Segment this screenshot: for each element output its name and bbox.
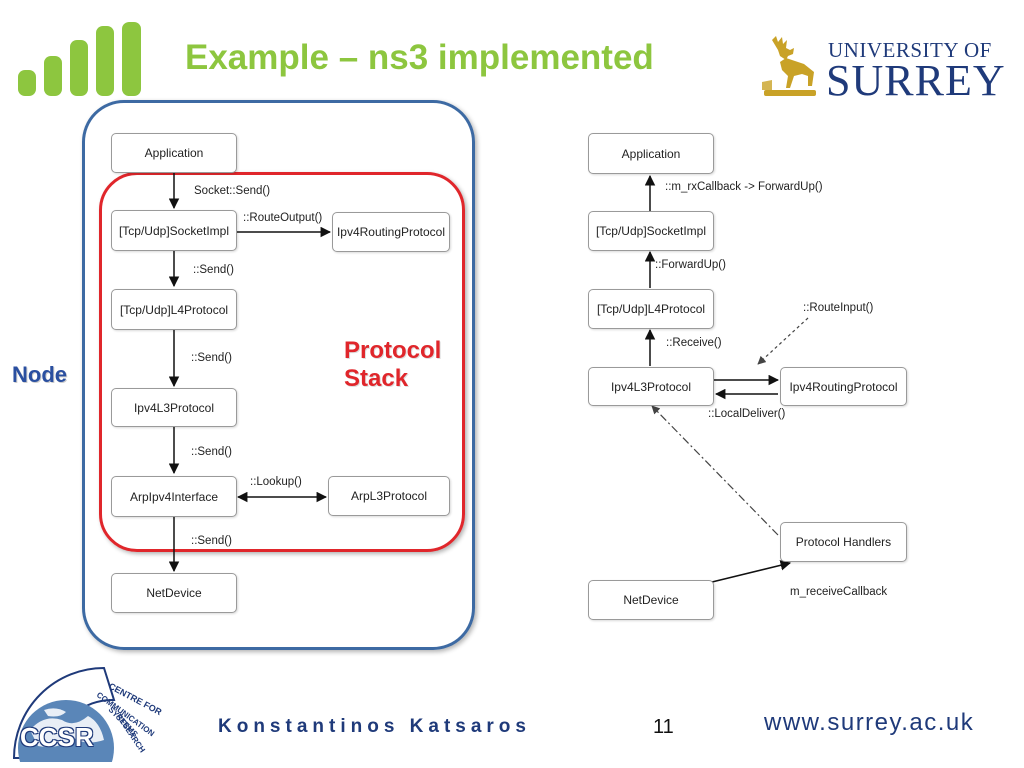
signal-bar: [122, 22, 141, 96]
university-name: SURREY: [826, 56, 1006, 105]
ccsr-logo-text: CCSR: [20, 722, 94, 752]
edge-label-send: ::Send(): [191, 352, 232, 364]
website-url: www.surrey.ac.uk: [764, 709, 975, 736]
slide-number: 11: [653, 716, 674, 738]
box-l4-protocol: [Tcp/Udp]L4Protocol: [111, 289, 237, 330]
signal-bar: [44, 56, 62, 96]
edge-label-lookup: ::Lookup(): [250, 476, 302, 488]
arrow-handlers-to-l3-dashdot: [651, 405, 779, 536]
signal-bar: [70, 40, 88, 96]
node-frame: [82, 100, 475, 650]
box-socket-impl: [Tcp/Udp]SocketImpl: [588, 211, 714, 251]
box-netdevice: NetDevice: [111, 573, 237, 613]
edge-label-route-output: ::RouteOutput(): [243, 212, 323, 224]
signal-bar: [96, 26, 114, 96]
arrow-route-input-dotted: [757, 317, 809, 365]
node-label: Node: [12, 362, 67, 387]
university-of-label: UNIVERSITY OF: [828, 38, 992, 62]
box-ipv4-l3-protocol: Ipv4L3Protocol: [111, 388, 237, 427]
box-application: Application: [588, 133, 714, 174]
protocol-stack-label-line2: Stack: [344, 365, 409, 392]
box-arp-l3-protocol: ArpL3Protocol: [328, 476, 450, 516]
box-ipv4-routing-protocol: Ipv4RoutingProtocol: [332, 212, 450, 252]
box-ipv4-routing-protocol: Ipv4RoutingProtocol: [780, 367, 907, 406]
box-arp-ipv4-interface: ArpIpv4Interface: [111, 476, 237, 517]
signal-bars-logo: [18, 22, 143, 96]
edge-label-rx-callback: ::m_rxCallback -> ForwardUp(): [665, 181, 823, 193]
box-netdevice: NetDevice: [588, 580, 714, 620]
edge-label-receive: ::Receive(): [666, 337, 722, 349]
edge-label-local-deliver: ::LocalDeliver(): [708, 408, 786, 420]
author-name: Konstantinos Katsaros: [218, 716, 531, 737]
edge-label-receive-callback: m_receiveCallback: [790, 586, 888, 598]
signal-bar: [18, 70, 36, 96]
ccsr-globe-logo: CENTRE FOR COMMUNICATION SYSTEMS RESEARC…: [12, 666, 164, 762]
protocol-stack-label-line1: Protocol: [344, 337, 442, 364]
protocol-stack-frame: [99, 172, 465, 552]
edge-label-send: ::Send(): [191, 535, 232, 547]
protocol-stack-label: Protocol Stack: [344, 337, 441, 393]
slide-title: Example – ns3 implemented: [185, 38, 654, 77]
box-application: Application: [111, 133, 237, 173]
box-l4-protocol: [Tcp/Udp]L4Protocol: [588, 289, 714, 329]
arrow-netdevice-to-handlers: [711, 560, 792, 583]
edge-label-send: ::Send(): [193, 264, 234, 276]
surrey-stag-logo: [762, 36, 816, 96]
edge-label-send: ::Send(): [191, 446, 232, 458]
edge-label-route-input: ::RouteInput(): [803, 302, 874, 314]
edge-label-forward-up: ::ForwardUp(): [655, 259, 726, 271]
box-protocol-handlers: Protocol Handlers: [780, 522, 907, 562]
box-socket-impl: [Tcp/Udp]SocketImpl: [111, 210, 237, 251]
box-ipv4-l3-protocol: Ipv4L3Protocol: [588, 367, 714, 406]
edge-label-socket-send: Socket::Send(): [194, 185, 271, 197]
